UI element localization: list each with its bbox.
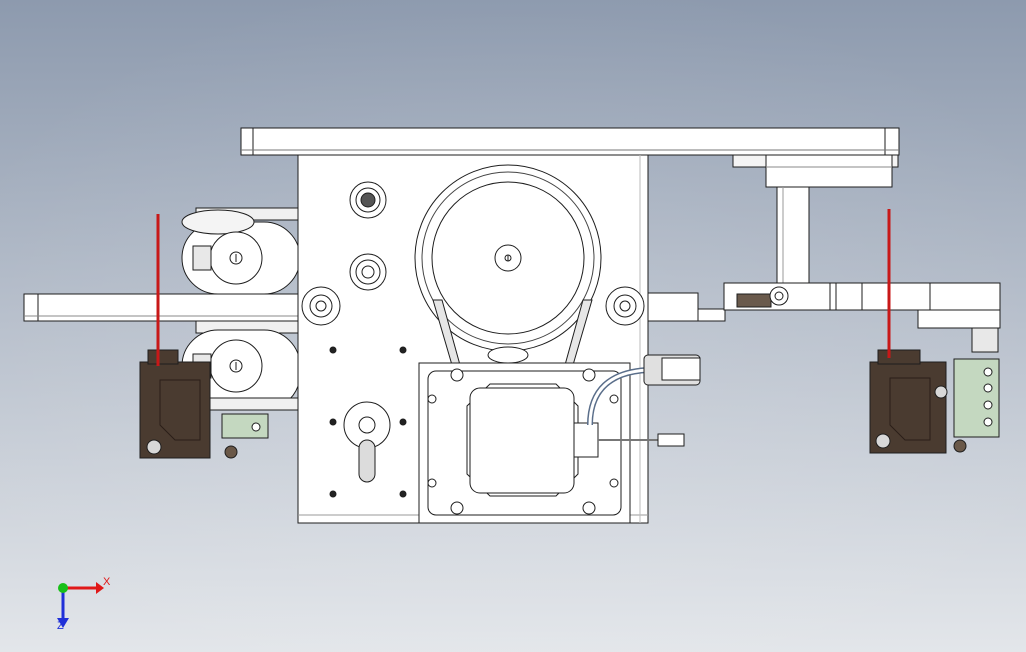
plate-side-tab[interactable]	[647, 292, 726, 322]
left-horizontal-arm[interactable]	[23, 293, 300, 322]
probe-pins	[156, 209, 891, 366]
triad-z-arrowhead	[57, 618, 69, 628]
right-horizontal-arm[interactable]	[723, 282, 1001, 329]
triad-x-arrowhead	[96, 582, 104, 594]
assembly[interactable]	[23, 127, 1001, 524]
top-mounting-plate[interactable]	[240, 127, 900, 156]
left-roller-upper[interactable]	[181, 207, 301, 295]
right-upper-bracket[interactable]	[732, 154, 899, 285]
drive-pulley-large[interactable]	[414, 164, 602, 352]
triad-x-label: X	[103, 576, 111, 588]
stepper-motor[interactable]	[418, 362, 631, 524]
motor-cable	[587, 354, 701, 447]
plate-holes	[301, 181, 645, 498]
triad-z-label: Z	[57, 620, 64, 632]
coordinate-triad	[57, 582, 104, 628]
triad-y-axis	[58, 583, 68, 593]
left-position-sensor[interactable]	[139, 349, 269, 459]
right-position-sensor[interactable]	[869, 327, 1000, 454]
